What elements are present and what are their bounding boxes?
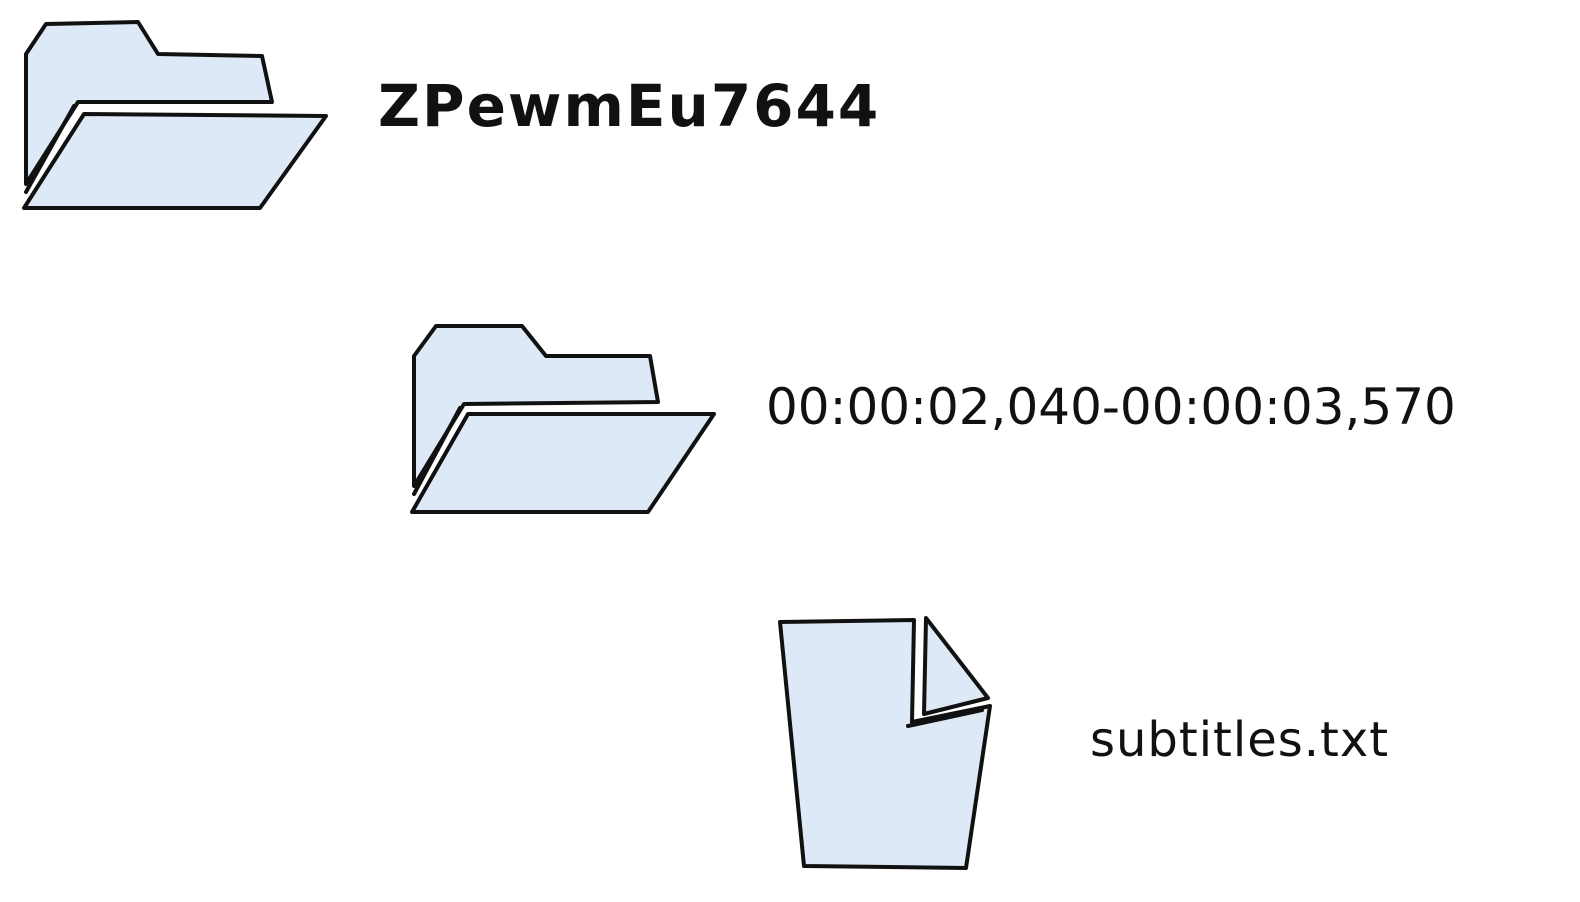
folder-name-label: 00:00:02,040-00:00:03,570	[766, 378, 1456, 436]
folder-open-icon	[18, 16, 333, 216]
folder-name-label: ZPewmEu7644	[378, 72, 881, 140]
folder-open-icon	[406, 322, 721, 522]
file-name-label: subtitles.txt	[1090, 712, 1390, 768]
file-icon	[774, 614, 999, 876]
